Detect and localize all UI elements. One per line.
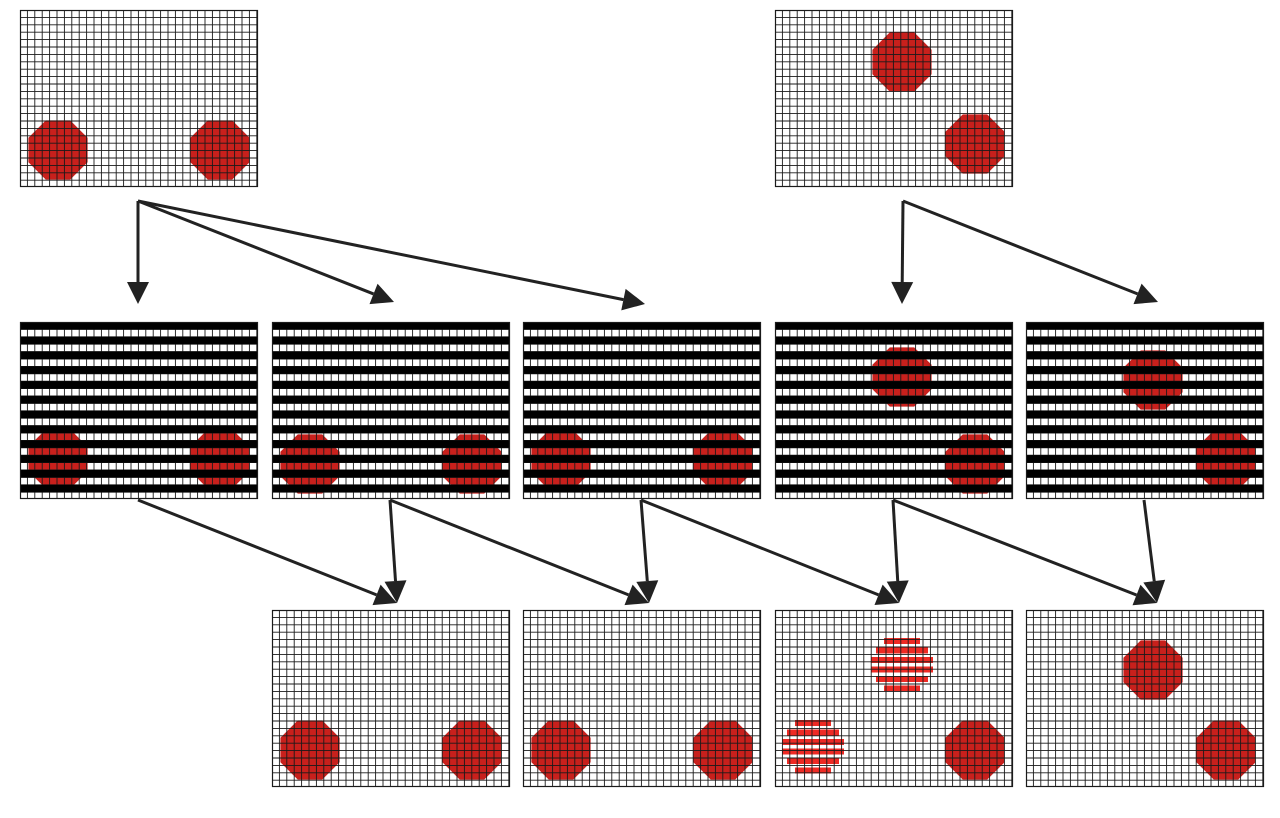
arrow-striped-4-to-result-4: [892, 498, 1157, 606]
frame-result-3: [774, 609, 1014, 788]
arrow-source-a-to-striped-3: [137, 199, 645, 311]
frame-striped-1: [19, 321, 259, 500]
grid-result-2: [523, 610, 761, 787]
arrow-striped-1-to-result-1: [137, 498, 397, 606]
arrow-striped-3-to-result-2: [636, 499, 659, 603]
frame-result-1: [271, 609, 511, 788]
frame-result-2: [522, 609, 762, 788]
blob-striped-2-0: [280, 434, 340, 494]
frame-striped-5: [1025, 321, 1265, 500]
frames-layer: [19, 9, 1265, 788]
arrows-layer: [127, 199, 1166, 606]
arrow-striped-3-to-result-3: [640, 498, 899, 606]
blob-striped-4-0: [872, 347, 932, 407]
grid-source-a: [20, 10, 258, 187]
frame-striped-2: [271, 321, 511, 500]
blob-striped-5-0: [1123, 350, 1183, 410]
stripes-striped-2: [272, 322, 510, 493]
arrow-striped-4-to-result-3: [886, 499, 909, 603]
arrow-striped-5-to-result-4: [1142, 499, 1166, 603]
frame-source-b: [774, 9, 1014, 188]
arrow-source-a-to-striped-1: [127, 201, 149, 304]
blob-source-a-0: [28, 120, 88, 180]
stripes-striped-5: [1026, 322, 1264, 493]
arrow-source-a-to-striped-2: [137, 199, 394, 305]
arrow-source-b-to-striped-5: [902, 199, 1158, 305]
grid-result-1: [272, 610, 510, 787]
grid-result-3: [775, 610, 1013, 787]
frame-striped-3: [522, 321, 762, 500]
grid-source-b: [775, 10, 1013, 187]
frame-result-4: [1025, 609, 1265, 788]
stripes-striped-3: [523, 322, 761, 493]
stripes-striped-4: [775, 322, 1013, 493]
arrow-striped-2-to-result-2: [389, 498, 649, 606]
frame-source-a: [19, 9, 259, 188]
arrow-source-b-to-striped-4: [891, 200, 914, 304]
grid-result-4: [1026, 610, 1264, 787]
grid-striped-2: [272, 322, 510, 499]
stripes-striped-1: [20, 322, 258, 493]
blob-result-2-0: [531, 720, 591, 780]
blob-result-3-1: [782, 720, 844, 774]
arrow-striped-2-to-result-1: [384, 499, 407, 603]
blob-result-1-0: [280, 720, 340, 780]
frame-striped-4: [774, 321, 1014, 500]
blob-result-4-0: [1123, 640, 1183, 700]
